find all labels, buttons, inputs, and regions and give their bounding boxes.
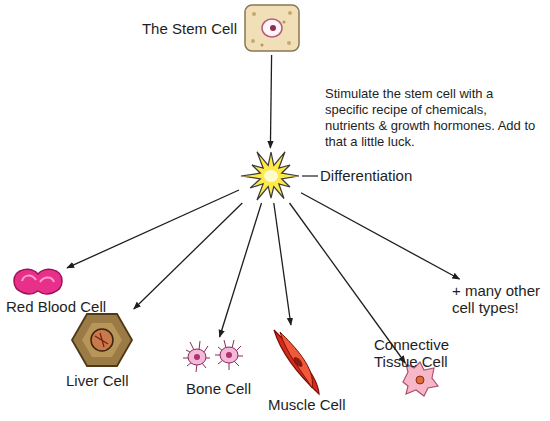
arrow-connector xyxy=(220,203,262,337)
differentiation-burst xyxy=(241,152,318,200)
cell-type-node: Red Blood Cell xyxy=(12,266,64,296)
cell-label: The Stem Cell xyxy=(131,20,237,37)
arrow-connector xyxy=(67,190,239,268)
muscle-cell-picture xyxy=(274,330,319,394)
arrow-connector xyxy=(290,203,406,363)
more-cells-node: + many other cell types! xyxy=(452,282,548,320)
cell-type-node: Liver Cell xyxy=(72,312,132,368)
cell-type-node: Connective Tissue Cell xyxy=(400,366,438,398)
cell-type-node: Muscle Cell xyxy=(272,328,320,394)
arrow-connector xyxy=(270,55,271,148)
cell-label: Differentiation xyxy=(320,167,440,184)
arrow-connector xyxy=(134,203,243,309)
cell-label: Bone Cell xyxy=(186,380,278,397)
differentiation-node: Differentiation xyxy=(241,151,299,201)
arrow-connector xyxy=(301,193,460,279)
cell-label: Liver Cell xyxy=(66,372,158,389)
bone-cell-picture xyxy=(183,340,243,372)
cell-type-node: Bone Cell xyxy=(182,340,244,376)
cell-label: Muscle Cell xyxy=(268,396,368,413)
instruction-note: Stimulate the stem cell with a specific … xyxy=(325,86,537,150)
arrow-connector xyxy=(274,203,291,325)
stem-cell-picture xyxy=(245,5,299,51)
liver-cell-picture xyxy=(72,314,132,366)
cell-label: + many other cell types! xyxy=(452,282,548,316)
cell-label: Connective Tissue Cell xyxy=(374,336,456,370)
cell-label: Red Blood Cell xyxy=(6,298,118,315)
red-blood-cell-picture xyxy=(14,269,62,293)
stem-cell-node: The Stem Cell xyxy=(243,3,301,53)
